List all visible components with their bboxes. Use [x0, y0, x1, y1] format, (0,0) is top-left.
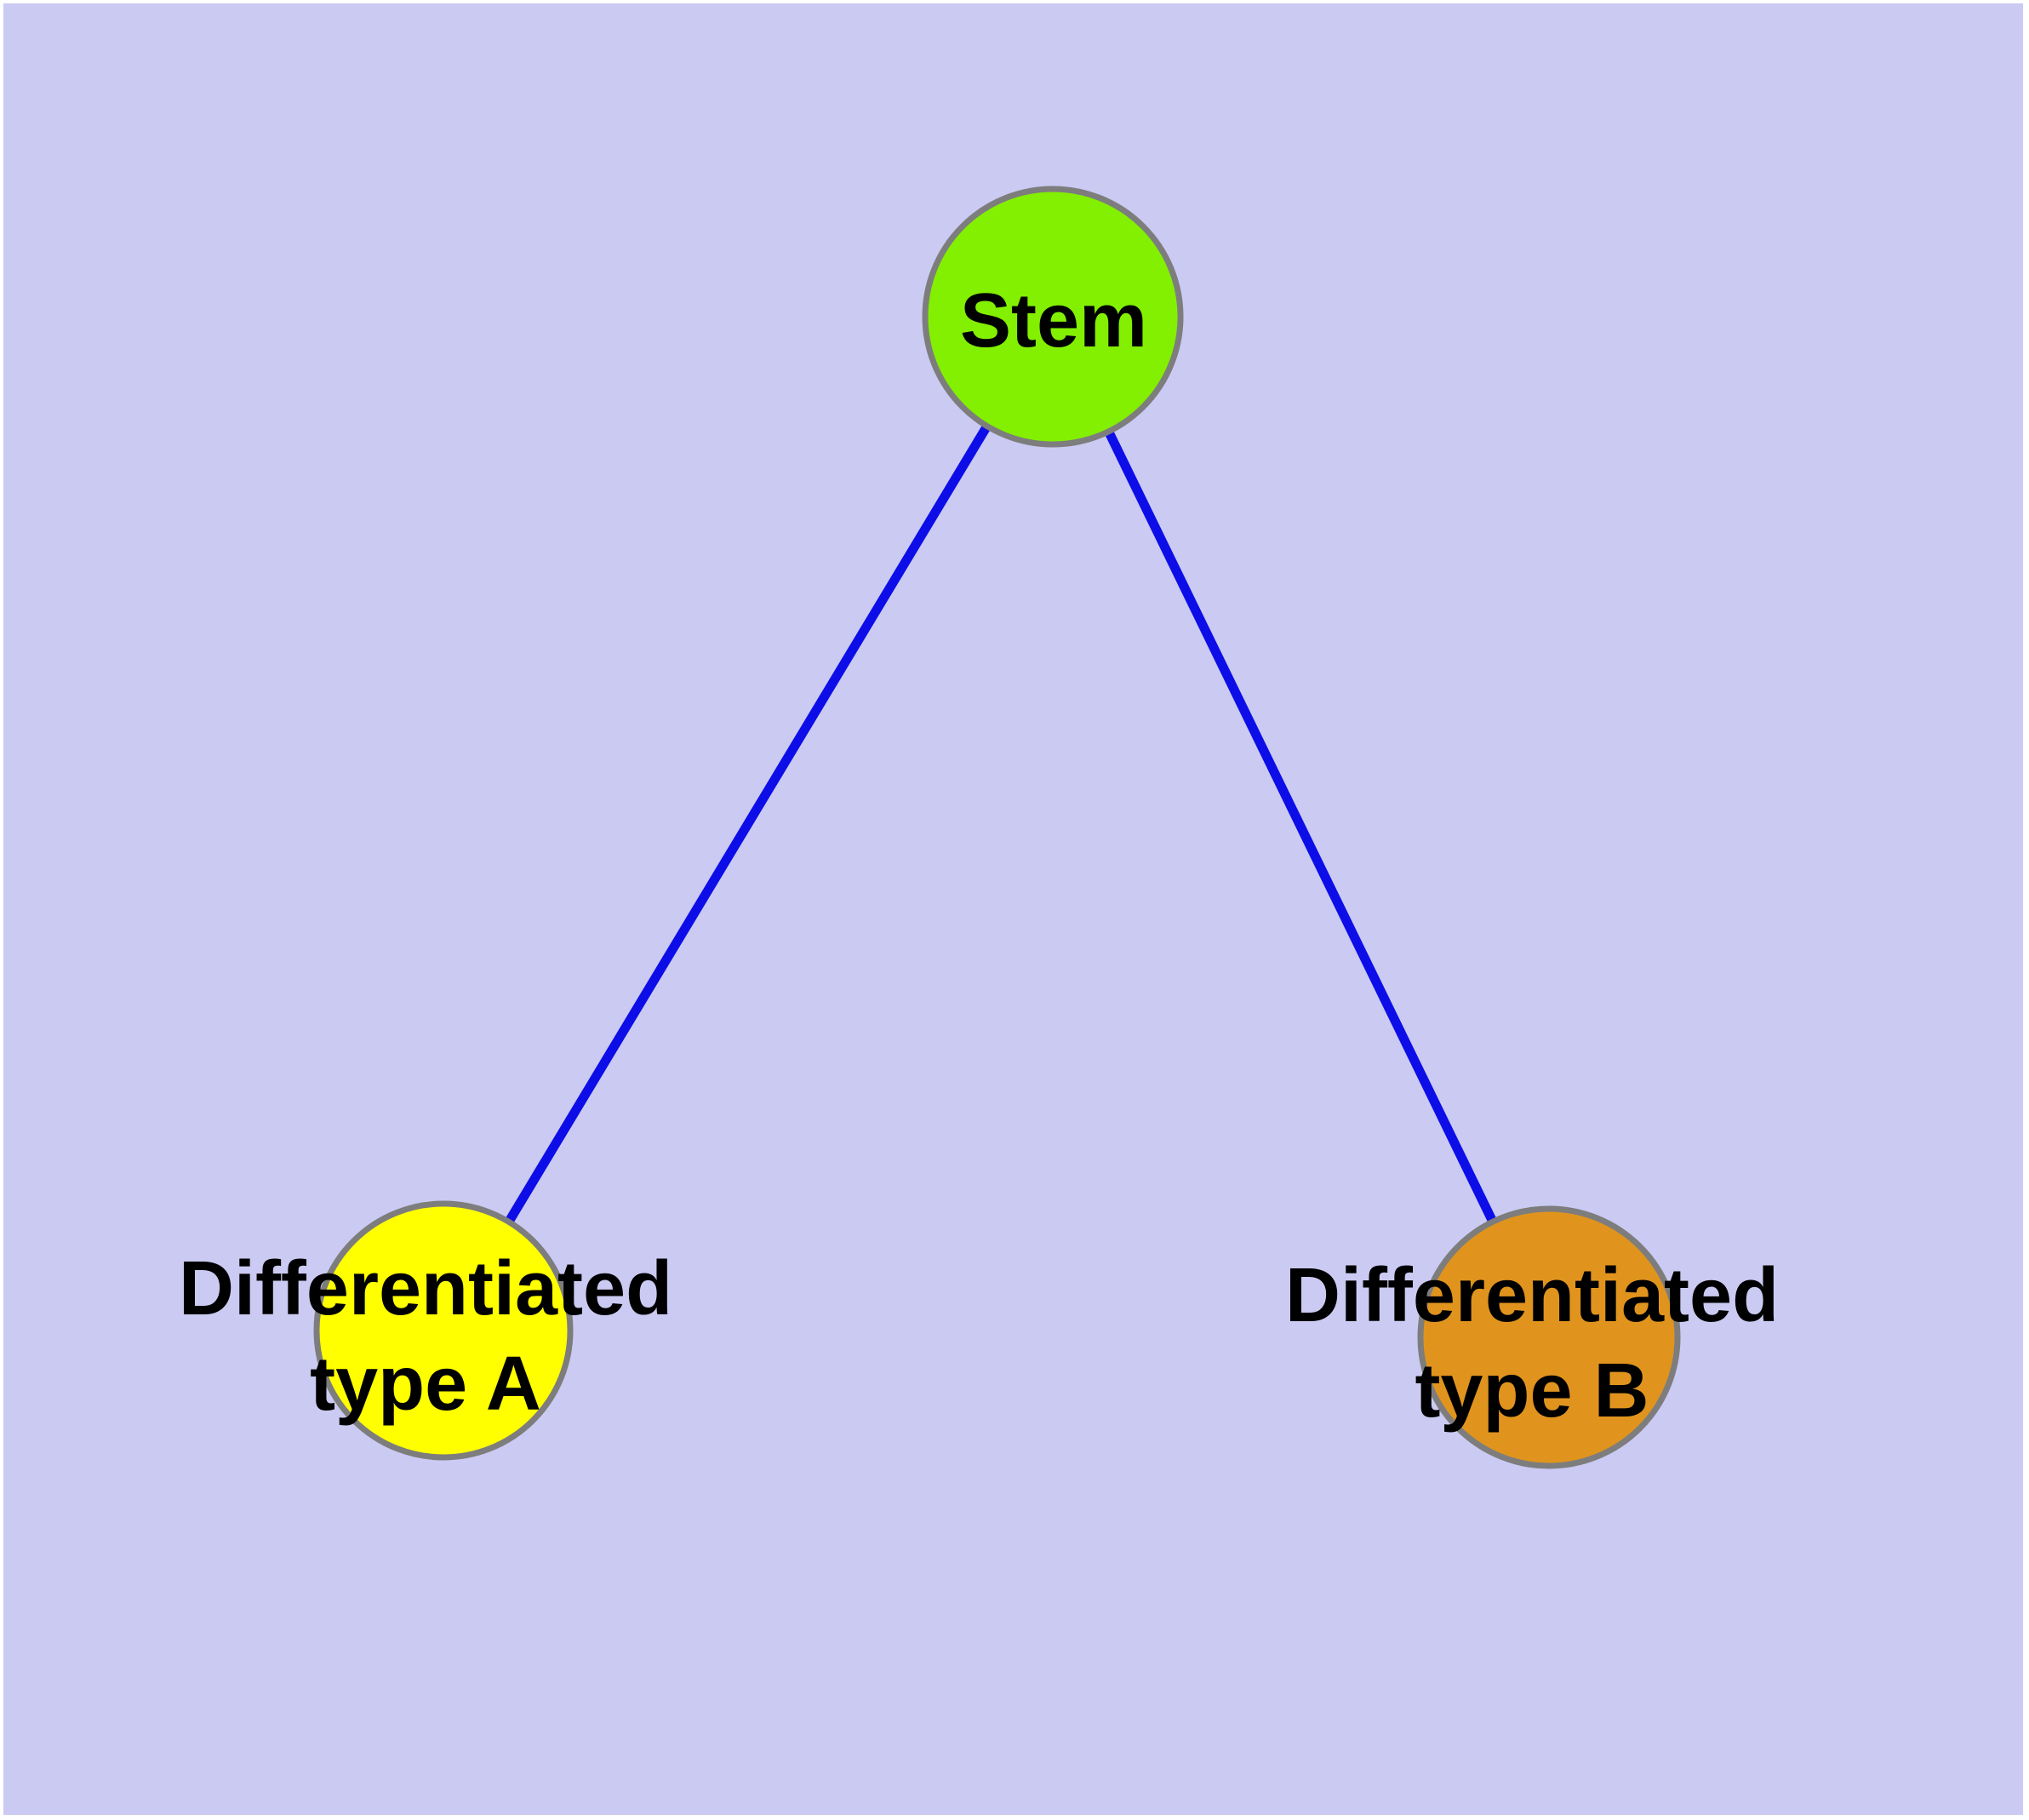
- node-differentiated-type-a: [313, 1200, 574, 1461]
- node-differentiated-type-b: [1417, 1205, 1681, 1469]
- label-type-b-line-2: type B: [1415, 1348, 1649, 1434]
- label-type-a-line-1: Differentiated: [178, 1246, 673, 1331]
- label-stem-line: Stem: [959, 278, 1148, 363]
- edge-stem-to-type-a: [438, 312, 1058, 1336]
- label-type-b-line-1: Differentiated: [1284, 1253, 1780, 1338]
- edge-stem-to-type-b: [1048, 312, 1554, 1342]
- label-type-a-line-2: type A: [310, 1342, 541, 1427]
- label-stem: Stem: [960, 273, 1147, 369]
- label-differentiated-type-b: Differentiated type B: [1285, 1248, 1779, 1439]
- label-differentiated-type-a: Differentiated type A: [179, 1241, 672, 1432]
- node-stem: [922, 186, 1184, 448]
